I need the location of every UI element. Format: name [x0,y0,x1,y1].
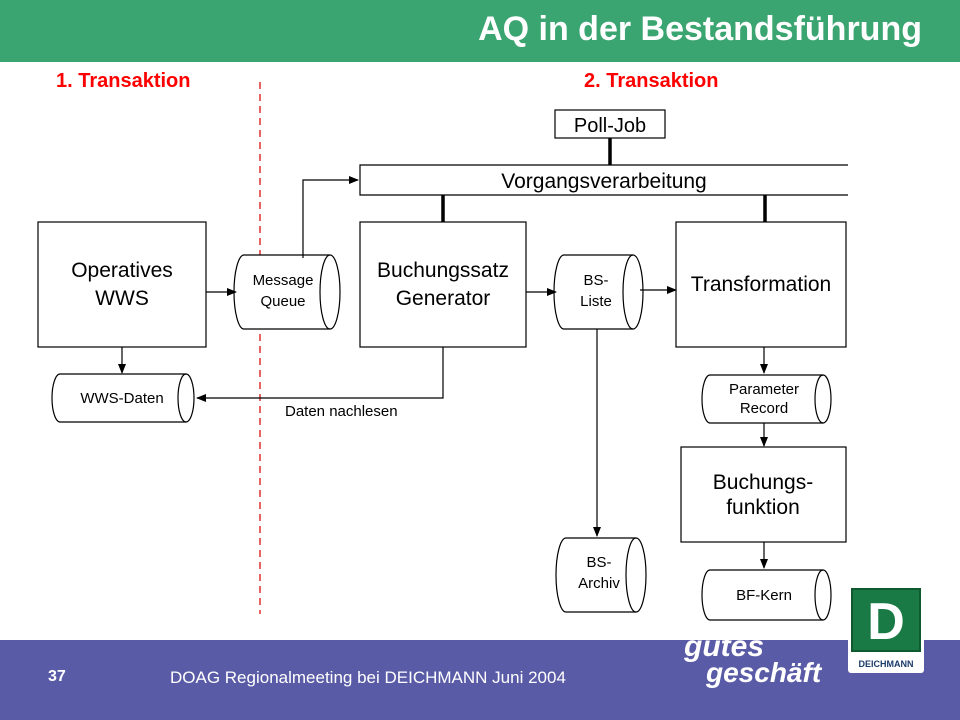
operatives-line-1: Operatives [71,259,173,282]
operatives-wws-box: Operatives WWS [37,221,207,348]
daten-nachlesen-label: Daten nachlesen [285,403,398,420]
section-label-first-transaction: 1. Transaktion [56,70,191,92]
logo-name: DEICHMANN [859,659,914,669]
message-queue-store: Message Queue [233,254,341,330]
bs-liste-store: BS- Liste [553,254,644,330]
flow-diagram: Poll-Job Vorgangsverarbeitung Operatives… [37,82,848,621]
slogan-line-1: gutes [683,630,764,663]
slogan-line-2: geschäft [705,657,823,688]
slogan-logo: gutes geschäft [683,630,823,688]
footer-bar [0,640,960,720]
bs-archiv-store: BS- Archiv [555,537,647,613]
parameter-record-line-2: Record [740,400,788,417]
title-bar [0,0,960,62]
buchungsfunktion-line-2: funktion [726,496,800,519]
transformation-box: Transformation [675,221,847,348]
bs-archiv-line-1: BS- [586,554,611,571]
section-label-second-transaction: 2. Transaktion [584,70,719,92]
buchungssatz-generator-box: Buchungssatz Generator [359,221,527,348]
message-queue-line-2: Queue [260,293,305,310]
operatives-line-2: WWS [95,287,149,310]
bf-kern-label: BF-Kern [736,587,792,604]
parameter-record-line-1: Parameter [729,381,799,398]
footer-text: DOAG Regionalmeeting bei DEICHMANN Juni … [170,668,566,687]
poll-job-box: Poll-Job [554,109,666,139]
vorgangsverarbeitung-box: Vorgangsverarbeitung [359,164,848,196]
message-queue-line-1: Message [253,272,314,289]
arrow-queue-to-vorgang [302,176,359,258]
arrow-generator-to-wws-daten [196,347,444,402]
generator-line-2: Generator [396,287,491,310]
poll-job-label: Poll-Job [574,115,646,137]
parameter-record-store: Parameter Record [701,374,832,424]
logo-letter: D [867,593,905,651]
deichmann-logo: D DEICHMANN [848,585,924,673]
page-number: 37 [48,668,66,685]
bs-liste-line-2: Liste [580,293,612,310]
wws-daten-store: WWS-Daten [51,373,195,423]
slide-title: AQ in der Bestandsführung [478,10,922,48]
transformation-label: Transformation [691,273,831,296]
vorgangsverarbeitung-label: Vorgangsverarbeitung [501,170,706,193]
bf-kern-store: BF-Kern [701,569,832,621]
bs-archiv-line-2: Archiv [578,575,620,592]
buchungsfunktion-line-1: Buchungs- [713,471,813,494]
wws-daten-label: WWS-Daten [80,390,163,407]
generator-line-1: Buchungssatz [377,259,509,282]
buchungsfunktion-box: Buchungs- funktion [680,446,847,543]
bs-liste-line-1: BS- [583,272,608,289]
